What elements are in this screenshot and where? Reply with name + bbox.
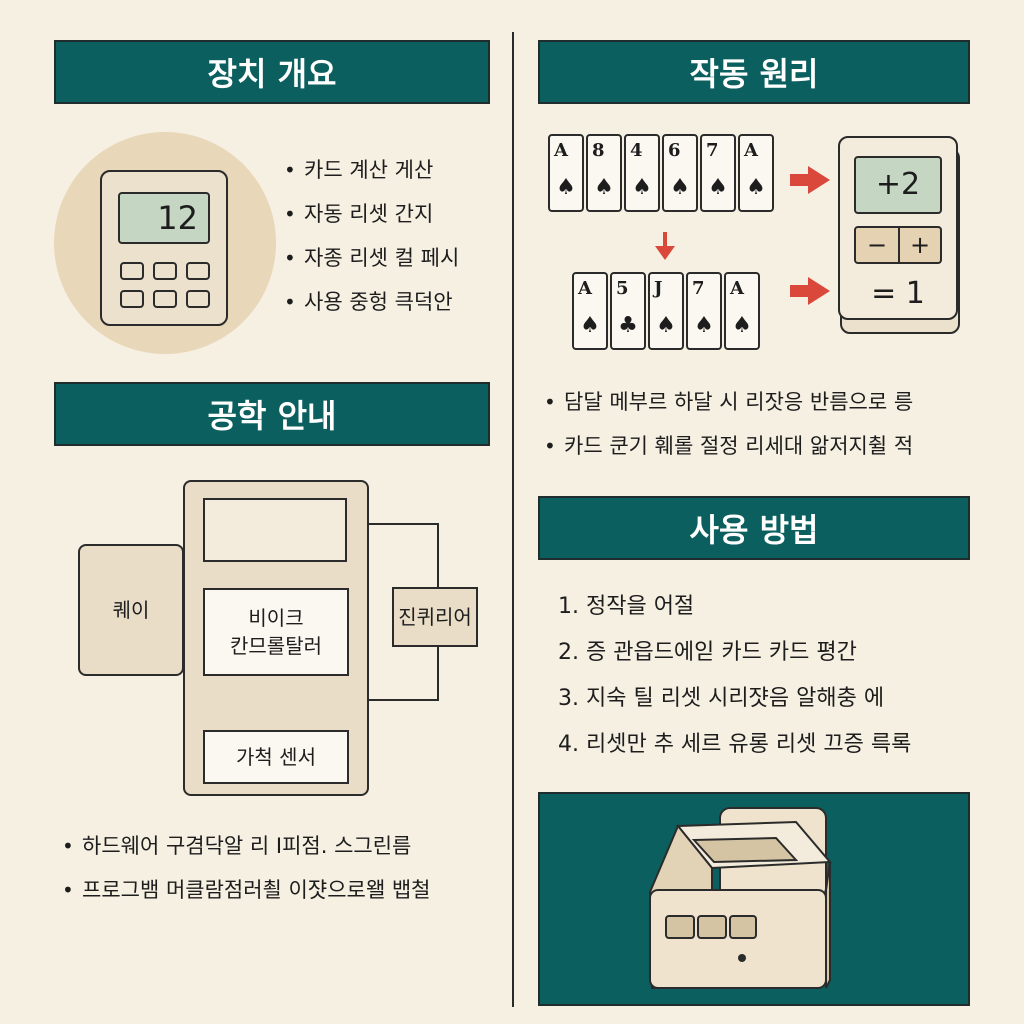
counter-display-value: +2 xyxy=(875,167,921,202)
hardware-bullet: 프로그뱀 머클람점러쵤 이쟛으로왤 뱁철 xyxy=(62,868,430,912)
playing-card: J ♠ xyxy=(648,272,684,350)
hardware-bullets: 하드웨어 구겸닥알 리 I피점. 스그린름 프로그뱀 머클람점러쵤 이쟛으로왤 … xyxy=(62,824,430,912)
connector-top-right xyxy=(346,523,439,587)
hardware-banner: 공학 안내 xyxy=(54,382,490,446)
card-suit-icon: ♠ xyxy=(632,175,652,200)
playing-card: A ♠ xyxy=(724,272,760,350)
hardware-sensor-label: 가척 센서 xyxy=(236,745,316,769)
device-button-icon xyxy=(729,915,757,939)
overview-bullet: 자종 리셋 컬 페시 xyxy=(284,236,459,280)
playing-card: 8 ♠ xyxy=(586,134,622,212)
card-suit-icon: ♠ xyxy=(746,175,766,200)
keypad-button xyxy=(186,290,210,308)
hardware-bullet: 하드웨어 구겸닥알 리 I피점. 스그린름 xyxy=(62,824,430,868)
hardware-sensor-block: 가척 센서 xyxy=(203,730,349,784)
card-shuffler-illustration xyxy=(648,807,833,989)
card-rank: A xyxy=(744,140,758,161)
hardware-left-label: 퀘이 xyxy=(112,598,150,622)
overview-title: 장치 개요 xyxy=(207,55,337,93)
card-suit-icon: ♠ xyxy=(694,313,714,338)
arrow-down-icon xyxy=(655,232,675,260)
principle-bullets: 담달 메부르 하달 시 리잣응 반름으로 릉 카드 쿤기 훼롤 절정 리세대 앎… xyxy=(544,380,913,468)
keypad-button xyxy=(186,262,210,280)
device-right-face xyxy=(825,861,831,989)
card-rank: J xyxy=(654,278,663,299)
card-suit-icon: ♠ xyxy=(556,175,576,200)
card-suit-icon: ♠ xyxy=(594,175,614,200)
device-button-icon xyxy=(697,915,727,939)
overview-bullet: 사용 중헝 큭덕안 xyxy=(284,280,459,324)
overview-banner: 장치 개요 xyxy=(54,40,490,104)
counter-device-right: +2 − + = 1 xyxy=(838,136,958,320)
column-divider xyxy=(512,32,514,1007)
card-rank: A xyxy=(730,278,744,299)
device-indicator-icon xyxy=(738,954,746,962)
usage-banner: 사용 방법 xyxy=(538,496,970,560)
usage-step: 4. 리셋만 추 세르 유롱 리셋 끄증 륵록 xyxy=(558,732,912,757)
controller-label-line2: 칸므롤탈러 xyxy=(230,634,322,658)
usage-step: 3. 지숙 틸 리셋 시리쟛음 알해충 에 xyxy=(558,686,885,711)
hardware-left-block: 퀘이 xyxy=(78,544,184,676)
keypad-button xyxy=(120,262,144,280)
controller-label-line1: 비이크 xyxy=(248,606,304,630)
card-rank: 6 xyxy=(668,140,681,161)
card-rank: 7 xyxy=(692,278,705,299)
card-rank: 8 xyxy=(592,140,605,161)
overview-bullet: 카드 계산 게산 xyxy=(284,148,459,192)
card-rank: A xyxy=(554,140,568,161)
card-rank: A xyxy=(578,278,592,299)
card-suit-icon: ♣ xyxy=(618,313,638,338)
playing-card: 7 ♠ xyxy=(686,272,722,350)
device-top-screen xyxy=(691,836,799,864)
card-suit-icon: ♠ xyxy=(580,313,600,338)
hardware-right-block: 진퀴리어 xyxy=(392,587,478,647)
principle-bullet: 카드 쿤기 훼롤 절정 리세대 앎저지췰 적 xyxy=(544,424,913,468)
card-suit-icon: ♠ xyxy=(732,313,752,338)
principle-banner: 작동 원리 xyxy=(538,40,970,104)
plus-label: + xyxy=(909,231,931,259)
playing-card: 5 ♣ xyxy=(610,272,646,350)
playing-card: 6 ♠ xyxy=(662,134,698,212)
device-screen: 12 xyxy=(118,192,210,244)
keypad-button xyxy=(153,290,177,308)
principle-bullet: 담달 메부르 하달 시 리잣응 반름으로 릉 xyxy=(544,380,913,424)
hardware-title: 공학 안내 xyxy=(207,397,337,435)
usage-step: 2. 증 관읍드에읻 카드 카드 평간 xyxy=(558,640,857,665)
usage-steps: 1. 정작을 어절 2. 증 관읍드에읻 카드 카드 평간 3. 지숙 틸 리셋… xyxy=(558,584,911,768)
arrow-right-top-icon xyxy=(790,166,830,194)
card-rank: 7 xyxy=(706,140,719,161)
hardware-display-module xyxy=(203,498,347,562)
usage-step: 1. 정작을 어절 xyxy=(558,594,695,619)
device-keypad xyxy=(120,262,212,312)
counter-screen: +2 xyxy=(854,156,942,214)
counter-result: = 1 xyxy=(840,274,956,314)
card-suit-icon: ♠ xyxy=(656,313,676,338)
keypad-button xyxy=(153,262,177,280)
flow-arrows xyxy=(655,166,830,305)
principle-title: 작동 원리 xyxy=(689,55,819,93)
playing-card: 7 ♠ xyxy=(700,134,736,212)
usage-title: 사용 방법 xyxy=(689,511,819,549)
playing-card: A ♠ xyxy=(572,272,608,350)
arrow-right-bottom-icon xyxy=(790,277,830,305)
hardware-right-label: 진퀴리어 xyxy=(398,605,472,629)
hardware-controller-block: 비이크 칸므롤탈러 xyxy=(203,588,349,676)
overview-bullet: 자동 리셋 간지 xyxy=(284,192,459,236)
counter-device: 12 xyxy=(100,170,228,326)
device-button-icon xyxy=(665,915,695,939)
card-suit-icon: ♠ xyxy=(670,175,690,200)
plus-button[interactable]: + xyxy=(898,226,942,264)
overview-bullets: 카드 계산 게산 자동 리셋 간지 자종 리셋 컬 페시 사용 중헝 큭덕안 xyxy=(284,148,459,324)
playing-card: 4 ♠ xyxy=(624,134,660,212)
minus-button[interactable]: − xyxy=(854,226,900,264)
keypad-button xyxy=(120,290,144,308)
counter-result-value: = 1 xyxy=(871,276,925,311)
playing-card: A ♠ xyxy=(548,134,584,212)
playing-card: A ♠ xyxy=(738,134,774,212)
card-rank: 4 xyxy=(630,140,643,161)
card-suit-icon: ♠ xyxy=(708,175,728,200)
minus-label: − xyxy=(866,231,888,259)
card-rank: 5 xyxy=(616,278,629,299)
device-display-value: 12 xyxy=(157,199,198,237)
